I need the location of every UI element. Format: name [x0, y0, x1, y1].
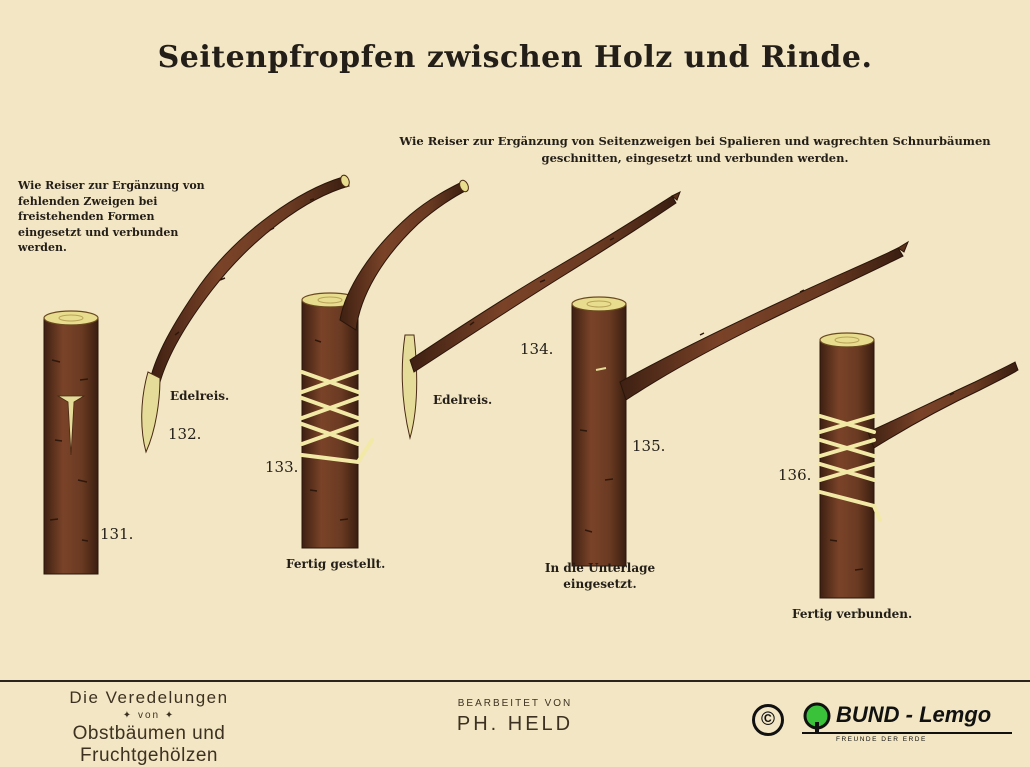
bund-tagline: FREUNDE DER ERDE [836, 736, 927, 743]
label-edelreis-134: Edelreis. [433, 393, 493, 407]
series-title: Die Veredelungen ✦ von ✦ Obstbäumen und … [14, 688, 284, 767]
figure-number-132: 132. [168, 425, 202, 443]
stock-133 [300, 179, 469, 549]
bund-underline [802, 732, 1012, 734]
stock-136 [818, 332, 1019, 599]
scion-132 [141, 174, 350, 454]
label-unterlage: In die Unterlage eingesetzt. [540, 560, 660, 592]
figure-number-133: 133. [265, 458, 299, 476]
series-title-line2: ✦ von ✦ [122, 710, 176, 721]
label-fertig-verbunden: Fertig verbunden. [792, 607, 913, 621]
footer-divider [0, 680, 1030, 682]
bund-emblem-icon [803, 702, 831, 734]
scion-134 [401, 190, 681, 440]
figure-number-136: 136. [778, 466, 812, 484]
label-unterlage-line2: eingesetzt. [563, 577, 637, 591]
figure-number-135: 135. [632, 437, 666, 455]
bund-lemgo-logo: © BUND - Lemgo FREUNDE DER ERDE [752, 698, 1022, 748]
copyright-icon: © [752, 704, 784, 736]
grafting-illustrations [43, 174, 1019, 599]
stock-131 [43, 310, 99, 575]
figure-number-131: 131. [100, 525, 134, 543]
page-title: Seitenpfropfen zwischen Holz und Rinde. [157, 40, 873, 75]
label-edelreis-132: Edelreis. [170, 389, 230, 403]
label-fertig-gestellt: Fertig gestellt. [286, 557, 386, 571]
series-title-line1: Die Veredelungen [69, 688, 229, 707]
label-unterlage-line1: In die Unterlage [544, 561, 656, 575]
stock-135 [571, 240, 910, 567]
caption-espalier: Wie Reiser zur Ergänzung von Seitenzweig… [399, 134, 991, 165]
figure-number-134: 134. [520, 340, 554, 358]
author-name: PH. HELD [456, 713, 574, 735]
author-credit-label: BEARBEITET VON [457, 698, 573, 709]
series-title-line3: Obstbäumen und Fruchtgehölzen [72, 723, 226, 766]
author-credit: BEARBEITET VON PH. HELD [430, 698, 600, 736]
bund-name: BUND - Lemgo [836, 702, 992, 727]
caption-freestanding: Wie Reiser zur Ergänzung von fehlenden Z… [18, 179, 205, 254]
